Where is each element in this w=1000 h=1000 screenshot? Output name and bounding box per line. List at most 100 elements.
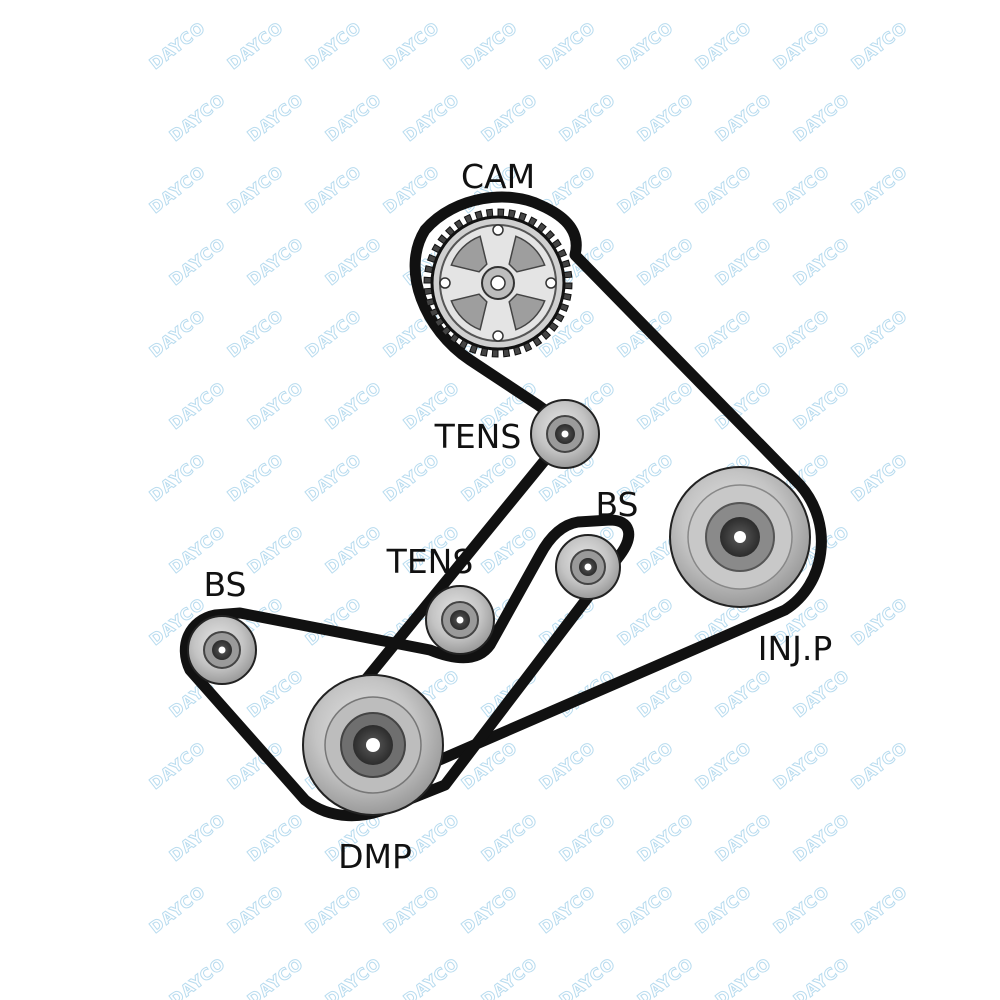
watermark-text: DAYCO: [848, 18, 911, 73]
watermark-text: DAYCO: [380, 450, 443, 505]
watermark-text: DAYCO: [224, 882, 287, 937]
watermark-text: DAYCO: [556, 954, 619, 1000]
watermark-text: DAYCO: [770, 738, 833, 793]
watermark-text: DAYCO: [244, 666, 307, 721]
bs-left-pulley: [187, 615, 257, 685]
watermark-text: DAYCO: [302, 882, 365, 937]
watermark-text: DAYCO: [302, 306, 365, 361]
watermark-text: DAYCO: [848, 306, 911, 361]
watermark-text: DAYCO: [478, 90, 541, 145]
watermark-text: DAYCO: [224, 162, 287, 217]
watermark-text: DAYCO: [302, 162, 365, 217]
watermark-text: DAYCO: [712, 234, 775, 289]
watermark-text: DAYCO: [790, 90, 853, 145]
watermark-text: DAYCO: [380, 882, 443, 937]
label-tens-upper: TENS: [434, 417, 522, 456]
watermark-text: DAYCO: [166, 234, 229, 289]
accessory-belt: [179, 514, 635, 822]
watermark-text: DAYCO: [166, 810, 229, 865]
watermark-text: DAYCO: [848, 450, 911, 505]
injp-pulley: [669, 466, 811, 608]
watermark-text: DAYCO: [224, 306, 287, 361]
watermark-text: DAYCO: [770, 162, 833, 217]
watermark-text: DAYCO: [224, 450, 287, 505]
watermark-text: DAYCO: [302, 18, 365, 73]
label-dmp: DMP: [338, 837, 412, 876]
watermark-text: DAYCO: [166, 90, 229, 145]
watermark-text: DAYCO: [712, 666, 775, 721]
watermark-text: DAYCO: [692, 18, 755, 73]
watermark-text: DAYCO: [770, 18, 833, 73]
watermark-text: DAYCO: [146, 738, 209, 793]
watermark-text: DAYCO: [848, 162, 911, 217]
watermark-text: DAYCO: [712, 810, 775, 865]
watermark-text: DAYCO: [458, 18, 521, 73]
dmp-pulley: [302, 674, 444, 816]
watermark-text: DAYCO: [848, 882, 911, 937]
watermark-text: DAYCO: [770, 882, 833, 937]
watermark-text: DAYCO: [634, 234, 697, 289]
watermark-text: DAYCO: [244, 90, 307, 145]
watermark-text: DAYCO: [322, 378, 385, 433]
watermark-text: DAYCO: [634, 954, 697, 1000]
watermark-text: DAYCO: [614, 738, 677, 793]
bs-right-pulley: [555, 534, 621, 600]
watermark-text: DAYCO: [692, 738, 755, 793]
watermark-text: DAYCO: [380, 18, 443, 73]
watermark-text: DAYCO: [790, 378, 853, 433]
tens-lower-pulley: [425, 585, 495, 655]
watermark-text: DAYCO: [166, 954, 229, 1000]
watermark-text: DAYCO: [146, 162, 209, 217]
watermark-text: DAYCO: [712, 954, 775, 1000]
watermark-text: DAYCO: [634, 90, 697, 145]
watermark-text: DAYCO: [224, 18, 287, 73]
watermark-text: DAYCO: [146, 882, 209, 937]
watermark-text: DAYCO: [322, 234, 385, 289]
watermark-text: DAYCO: [244, 378, 307, 433]
watermark-text: DAYCO: [634, 378, 697, 433]
watermark-text: DAYCO: [712, 90, 775, 145]
watermark-text: DAYCO: [380, 162, 443, 217]
watermark-text: DAYCO: [478, 810, 541, 865]
label-bs-left: BS: [203, 565, 246, 604]
watermark-text: DAYCO: [614, 594, 677, 649]
watermark-text: DAYCO: [790, 666, 853, 721]
watermark-text: DAYCO: [634, 810, 697, 865]
watermark-text: DAYCO: [614, 882, 677, 937]
watermark-text: DAYCO: [146, 18, 209, 73]
watermark-text: DAYCO: [244, 522, 307, 577]
label-injp: INJ.P: [758, 629, 833, 668]
watermark-text: DAYCO: [322, 90, 385, 145]
watermark-text: DAYCO: [848, 738, 911, 793]
watermark-text: DAYCO: [536, 18, 599, 73]
watermark-text: DAYCO: [166, 378, 229, 433]
watermark-text: DAYCO: [322, 954, 385, 1000]
watermark-text: DAYCO: [692, 882, 755, 937]
watermark-text: DAYCO: [400, 954, 463, 1000]
watermark-text: DAYCO: [790, 954, 853, 1000]
watermark-text: DAYCO: [458, 882, 521, 937]
watermark-text: DAYCO: [302, 450, 365, 505]
watermark-text: DAYCO: [244, 954, 307, 1000]
label-bs-right: BS: [595, 485, 638, 524]
tens-upper-pulley: [530, 399, 600, 469]
watermark-text: DAYCO: [244, 810, 307, 865]
watermark-text: DAYCO: [478, 954, 541, 1000]
watermark-text: DAYCO: [322, 522, 385, 577]
watermark-text: DAYCO: [790, 810, 853, 865]
watermark-text: DAYCO: [536, 882, 599, 937]
watermark-text: DAYCO: [244, 234, 307, 289]
label-tens-lower: TENS: [386, 542, 474, 581]
watermark-text: DAYCO: [400, 90, 463, 145]
label-cam: CAM: [461, 157, 535, 196]
watermark-text: DAYCO: [536, 738, 599, 793]
watermark-text: DAYCO: [614, 162, 677, 217]
cam-sprocket: [423, 208, 573, 358]
watermark-text: DAYCO: [614, 18, 677, 73]
watermark-text: DAYCO: [848, 594, 911, 649]
watermark-text: DAYCO: [692, 306, 755, 361]
watermark-text: DAYCO: [146, 450, 209, 505]
watermark-text: DAYCO: [556, 90, 619, 145]
